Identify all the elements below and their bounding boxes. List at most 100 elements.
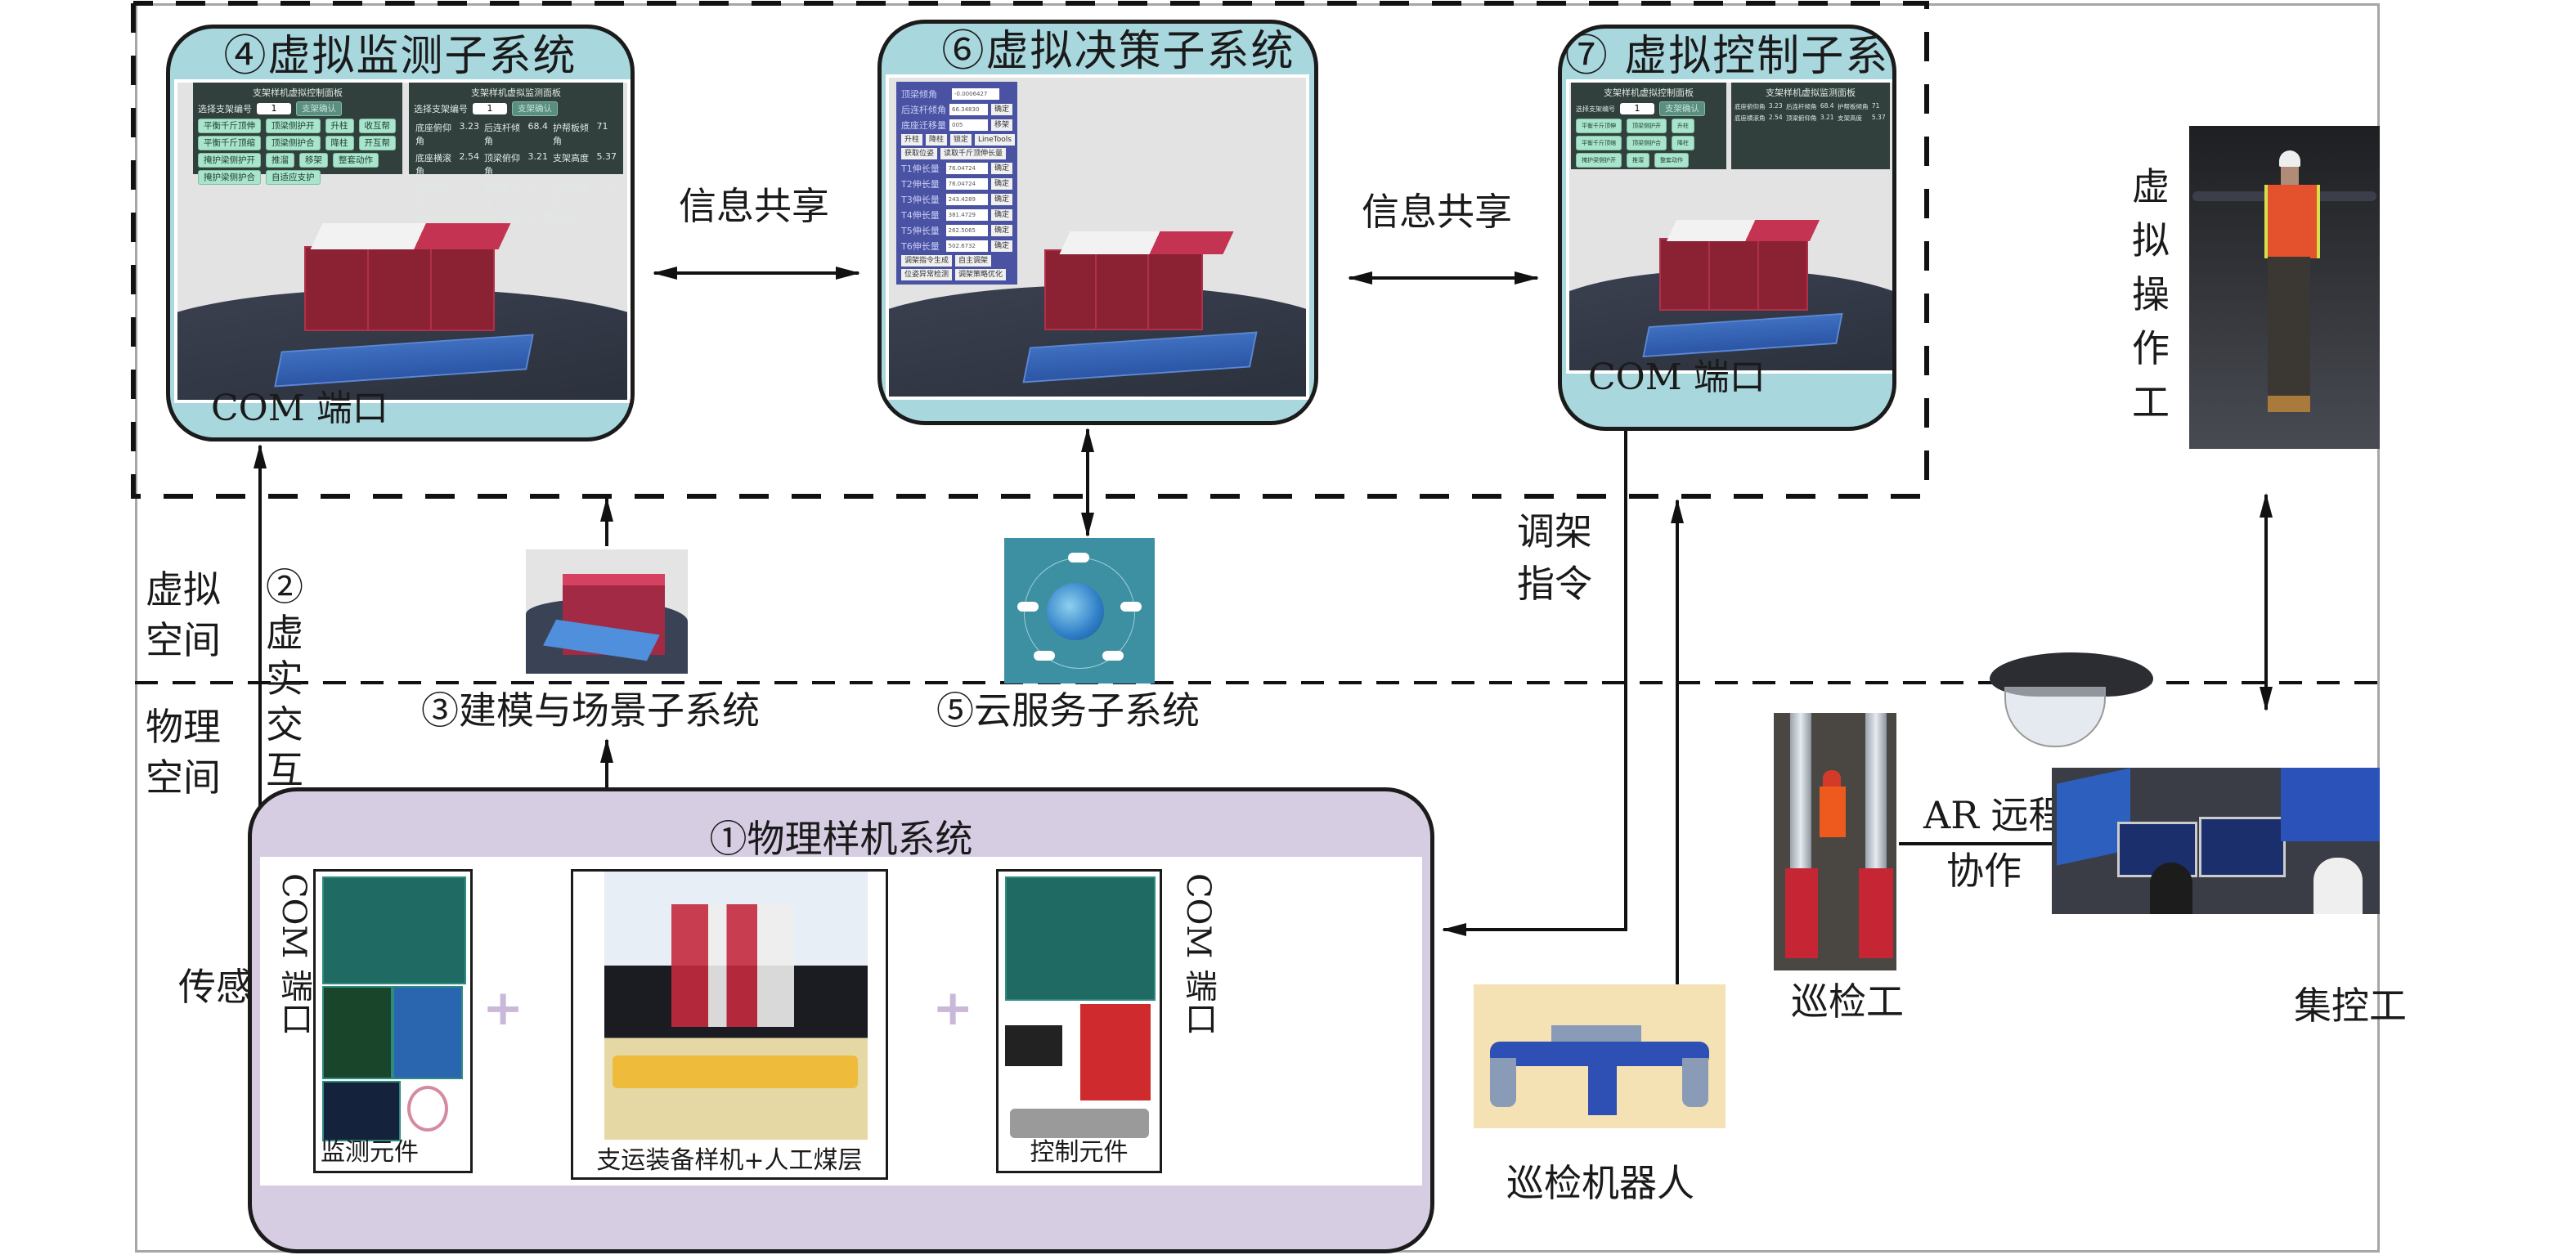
control-room-image (2052, 768, 2380, 914)
retract-sideguard-button[interactable]: 收互帮 (358, 119, 396, 133)
base-migration-input[interactable]: 005 (949, 119, 988, 131)
rear-link-angle-input[interactable]: 66.34830 (949, 104, 988, 115)
get-pose-button[interactable]: 获取位姿 (901, 148, 938, 159)
virtual-operator-label: 虚拟操作工 (2132, 164, 2170, 424)
canopy-side-close-button[interactable]: 顶梁侧护合 (1627, 136, 1667, 150)
raise-leg-button[interactable]: 升柱 (325, 119, 354, 133)
push-conveyor-button[interactable]: 推溜 (266, 153, 294, 168)
support-number-input[interactable]: 1 (1620, 103, 1654, 114)
extension-input[interactable]: 262.5065 (945, 225, 988, 236)
strategy-optimize-button[interactable]: 调架策略优化 (955, 269, 1007, 280)
support-number-input[interactable]: 1 (473, 103, 507, 114)
lock-button[interactable]: 锁定 (950, 134, 972, 146)
metric-value: 3.21 (1820, 114, 1834, 121)
support-confirm-button[interactable]: 支架确认 (296, 101, 342, 116)
control-worker-label: 集控工 (2294, 984, 2407, 1028)
balance-jack-extend-button[interactable]: 平衡千斤顶伸 (198, 119, 261, 133)
open-sideguard-button[interactable]: 开互帮 (358, 136, 396, 150)
metric-value: 2.54 (459, 151, 480, 162)
modeling-subsystem-label: ③建模与场景子系统 (421, 688, 760, 733)
metric-label: 掩护梁倾角 (484, 183, 520, 207)
full-sequence-button[interactable]: 整套动作 (333, 153, 379, 168)
metric-label: 底座俯仰角 (415, 123, 451, 146)
control-components-label: 控制元件 (1030, 1138, 1129, 1167)
advance-support-button[interactable]: 移架 (299, 153, 328, 168)
metric-value: 68.4 (1820, 102, 1834, 110)
metric-label: 底座横滚角 (415, 153, 451, 177)
balance-jack-extend-button[interactable]: 平衡千斤顶伸 (1576, 119, 1622, 133)
virtual-operator-image (2189, 126, 2380, 449)
plus-sign: + (932, 979, 974, 1037)
extension-input[interactable]: 76.04724 (945, 163, 988, 174)
canopy-side-open-button[interactable]: 顶梁侧护开 (1627, 119, 1667, 133)
extension-input[interactable]: 381.4729 (945, 209, 988, 221)
raise-leg-button[interactable]: 升柱 (901, 134, 923, 146)
canopy-angle-input[interactable]: -0.0006427 (952, 88, 999, 100)
physical-com-right: COM 端口 (1179, 873, 1217, 1035)
balance-jack-retract-button[interactable]: 平衡千斤顶缩 (198, 136, 261, 150)
push-conveyor-button[interactable]: 推溜 (1627, 153, 1649, 168)
support-confirm-button[interactable]: 支架确认 (512, 101, 558, 116)
confirm-button[interactable]: 确定 (990, 104, 1012, 115)
confirm-button[interactable]: 确定 (990, 209, 1012, 221)
physical-com-left: COM 端口 (275, 873, 312, 1035)
metric-label: 推移油缸伸长 (414, 213, 468, 223)
support-confirm-button[interactable]: 支架确认 (1659, 101, 1705, 116)
balance-jack-retract-button[interactable]: 平衡千斤顶缩 (1576, 136, 1622, 150)
linetools-button[interactable]: LineTools (975, 134, 1015, 146)
control-3d-scene (1569, 83, 1892, 370)
shield-side-close-button[interactable]: 掩护梁侧护合 (198, 170, 261, 185)
lower-leg-button[interactable]: 降柱 (1672, 136, 1694, 150)
monitor-title: ④虚拟监测子系统 (223, 32, 577, 81)
confirm-button[interactable]: 确定 (990, 240, 1012, 252)
ar-collab-label: 协作 (1946, 849, 2022, 893)
rear-link-angle-label: 后连杆倾角 (901, 105, 946, 115)
auto-adjust-button[interactable]: 自主调架 (955, 255, 992, 267)
confirm-button[interactable]: 确定 (990, 225, 1012, 236)
confirm-button[interactable]: 确定 (990, 194, 1012, 205)
physical-prototype-system: ①物理样机系统 COM 端口 监测元件 + 支运装备样机+人工煤层 + 控制元件… (248, 787, 1434, 1253)
adaptive-support-button[interactable]: 自适应支护 (266, 170, 321, 185)
confirm-button[interactable]: 确定 (990, 178, 1012, 190)
metric-value: 3.23 (459, 121, 480, 132)
lower-leg-button[interactable]: 降柱 (325, 136, 354, 150)
metric-label: 底座横滚角 (1735, 114, 1766, 122)
shield-side-open-button[interactable]: 掩护梁侧护开 (198, 153, 261, 168)
ar-remote-label: AR 远程 (1923, 793, 2067, 837)
extension-input[interactable]: 243.4289 (945, 194, 988, 205)
prototype-label: 支运装备样机+人工煤层 (596, 1146, 863, 1175)
pose-anomaly-button[interactable]: 位姿异常检测 (901, 269, 953, 280)
metric-value: 2.41 (596, 182, 617, 192)
decision-title: ⑥虚拟决策子系统 (941, 27, 1295, 76)
generate-command-button[interactable]: 调架指令生成 (901, 255, 953, 267)
read-jack-extension-button[interactable]: 读取千斤顶伸长量 (940, 148, 1007, 159)
virtual-dashed-box (131, 1, 1929, 499)
modeling-image (526, 549, 688, 674)
metric-label: 支架高度 (1837, 114, 1862, 122)
metric-label: 底座偏航角 (415, 183, 451, 207)
advance-button[interactable]: 移架 (990, 119, 1012, 131)
metric-value: 3.23 (1768, 102, 1783, 110)
shield-side-open-button[interactable]: 掩护梁侧护开 (1576, 153, 1622, 168)
lower-leg-button[interactable]: 降柱 (926, 134, 948, 146)
metric-value: 0.17 (580, 212, 601, 223)
raise-leg-button[interactable]: 升柱 (1672, 119, 1694, 133)
extension-label: T2伸长量 (901, 179, 940, 190)
virtual-space-text: 虚拟空间 (146, 567, 221, 662)
metric-value: 3.21 (527, 151, 549, 162)
canopy-side-close-button[interactable]: 顶梁侧护合 (266, 136, 321, 150)
support-number-input[interactable]: 1 (257, 103, 291, 114)
metric-label: 后连杆倾角 (1785, 103, 1817, 110)
confirm-button[interactable]: 确定 (990, 163, 1012, 174)
full-sequence-button[interactable]: 整套动作 (1654, 153, 1689, 168)
canopy-angle-label: 顶梁倾角 (901, 89, 937, 100)
adjust-command-path (1442, 431, 1627, 936)
extension-label: T4伸长量 (901, 210, 940, 221)
canopy-side-open-button[interactable]: 顶梁侧护开 (266, 119, 321, 133)
extension-input[interactable]: 502.6732 (945, 240, 988, 252)
extension-input[interactable]: 76.04724 (945, 178, 988, 190)
control-panel-title: 支架样机虚拟控制面板 (1604, 87, 1694, 98)
cloud-image (1004, 538, 1155, 684)
